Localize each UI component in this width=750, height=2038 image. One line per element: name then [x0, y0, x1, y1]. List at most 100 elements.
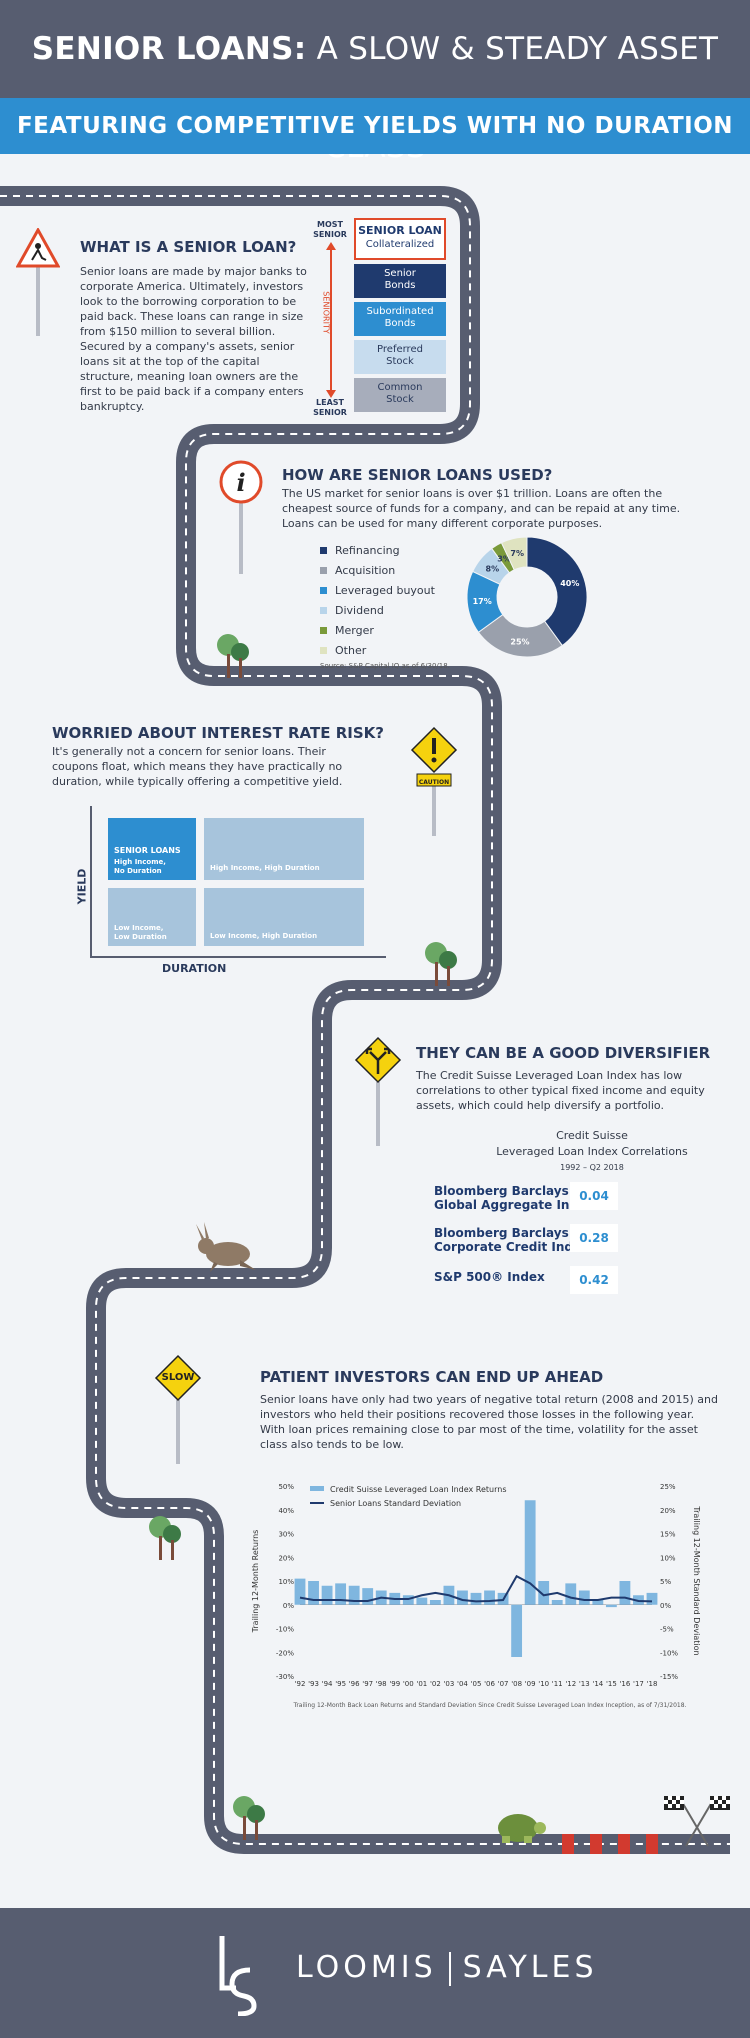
donut-slice-label: 25%: [510, 637, 529, 646]
y2-tick-label: -5%: [660, 1626, 674, 1634]
duration-axis-label: DURATION: [162, 962, 227, 975]
duration-axis: [90, 956, 386, 958]
returns-bar: [484, 1590, 495, 1605]
y-tick-label: 20%: [278, 1554, 294, 1562]
donut-slice: [526, 536, 588, 647]
y-tick-label: 50%: [278, 1483, 294, 1491]
tree-icon: [149, 1516, 181, 1560]
returns-bar: [429, 1600, 441, 1605]
y-tick-label: 0%: [283, 1602, 294, 1610]
y-tick-label: 30%: [278, 1531, 294, 1539]
rabbit-icon: [196, 1222, 256, 1272]
x-tick-label: '93: [308, 1680, 319, 1688]
chart-footnote: Trailing 12-Month Back Loan Returns and …: [293, 1702, 687, 1709]
y-tick-label: 10%: [278, 1578, 294, 1586]
stack-preferred-stock: Preferred Stock: [354, 340, 446, 374]
x-tick-label: '11: [552, 1680, 563, 1688]
returns-bar: [335, 1583, 347, 1605]
y-tick-label: -20%: [276, 1649, 294, 1657]
legend-item: Acquisition: [320, 561, 435, 581]
section1-body: Senior loans are made by major banks to …: [80, 265, 307, 413]
tree-icon: [217, 634, 249, 678]
returns-bar: [321, 1585, 333, 1605]
x-tick-label: '05: [471, 1680, 482, 1688]
tree-icon: [425, 942, 457, 986]
correlation-table-title: Credit Suisse Leveraged Loan Index Corre…: [496, 1129, 688, 1172]
x-tick-label: '08: [511, 1680, 522, 1688]
donut-slice-label: 17%: [473, 597, 492, 606]
x-tick-label: '94: [322, 1680, 333, 1688]
usage-legend: Refinancing Acquisition Leveraged buyout…: [320, 541, 435, 661]
legend-item: Refinancing: [320, 541, 435, 561]
table-row: S&P 500® Index 0.42: [434, 1264, 714, 1306]
checkered-flag-icon: [664, 1796, 730, 1847]
stack-senior-bonds: Senior Bonds: [354, 264, 446, 298]
stddev-line: [299, 1574, 653, 1603]
grid-senior-loans: SENIOR LOANS High Income, No Duration: [108, 818, 196, 880]
least-senior-label: LEAST SENIOR: [313, 398, 347, 417]
returns-bar: [592, 1600, 604, 1605]
capital-structure-stack: SENIOR LOAN Collateralized Senior Bonds …: [354, 218, 446, 412]
x-tick-label: '07: [498, 1680, 509, 1688]
seniority-label: SENIORITY: [321, 291, 331, 334]
returns-bar: [308, 1581, 319, 1605]
legend-label: Senior Loans Standard Deviation: [330, 1499, 461, 1508]
section5-heading: PATIENT INVESTORS CAN END UP AHEAD: [260, 1368, 604, 1386]
x-tick-label: '04: [457, 1680, 468, 1688]
x-tick-label: '12: [565, 1680, 576, 1688]
x-tick-label: '09: [525, 1680, 536, 1688]
section5-body: Senior loans have only had two years of …: [260, 1393, 718, 1451]
x-tick-label: '15: [606, 1680, 617, 1688]
legend-swatch: [310, 1486, 324, 1491]
x-tick-label: '00: [403, 1680, 414, 1688]
returns-bar: [578, 1590, 590, 1605]
y-tick-label: -30%: [276, 1673, 294, 1681]
y2-tick-label: 20%: [660, 1507, 676, 1515]
section4-heading: THEY CAN BE A GOOD DIVERSIFIER: [416, 1044, 711, 1062]
section3-heading: WORRIED ABOUT INTEREST RATE RISK?: [52, 724, 384, 742]
section2-body: The US market for senior loans is over $…: [282, 487, 681, 530]
returns-bar: [294, 1578, 306, 1605]
legend-item: Other: [320, 641, 435, 661]
grid-low-low: Low Income, Low Duration: [108, 888, 196, 946]
returns-bar: [551, 1600, 563, 1605]
svg-text:i: i: [236, 468, 245, 497]
y2-tick-label: 15%: [660, 1531, 676, 1539]
legend-item: Dividend: [320, 601, 435, 621]
section1-heading: WHAT IS A SENIOR LOAN?: [80, 238, 297, 256]
x-tick-label: '99: [389, 1680, 400, 1688]
tree-icon: [233, 1796, 265, 1840]
x-tick-label: '10: [538, 1680, 549, 1688]
info-sign-icon: i: [219, 460, 263, 574]
usage-donut-chart: 40%25%17%8%3%7%: [466, 536, 588, 658]
returns-bar: [511, 1604, 523, 1657]
returns-bar: [565, 1583, 577, 1605]
legend-label: Credit Suisse Leveraged Loan Index Retur…: [330, 1485, 507, 1494]
y-tick-label: 40%: [278, 1507, 294, 1515]
x-tick-label: '97: [362, 1680, 373, 1688]
most-senior-label: MOST SENIOR: [313, 220, 347, 239]
x-tick-label: '01: [416, 1680, 427, 1688]
yield-axis-label: YIELD: [75, 868, 89, 905]
returns-bar: [416, 1597, 428, 1605]
x-tick-label: '06: [484, 1680, 495, 1688]
legend-item: Merger: [320, 621, 435, 641]
donut-slice-label: 8%: [486, 564, 500, 573]
section4-body: The Credit Suisse Leveraged Loan Index h…: [416, 1069, 705, 1112]
x-tick-label: '16: [620, 1680, 631, 1688]
slow-sign-icon: [154, 1354, 202, 1464]
grid-low-high: Low Income, High Duration: [204, 888, 364, 946]
y2-tick-label: 25%: [660, 1483, 676, 1491]
x-tick-label: '96: [349, 1680, 360, 1688]
y2-tick-label: 0%: [660, 1602, 671, 1610]
y2-tick-label: 10%: [660, 1554, 676, 1562]
x-tick-label: '98: [376, 1680, 387, 1688]
slow-label: SLOW: [161, 1372, 195, 1383]
x-tick-label: '14: [592, 1680, 603, 1688]
loomis-sayles-logo: [219, 1936, 257, 2016]
y2-tick-label: 5%: [660, 1578, 671, 1586]
page-subtitle: FEATURING COMPETITIVE YIELDS WITH NO DUR…: [0, 98, 750, 154]
